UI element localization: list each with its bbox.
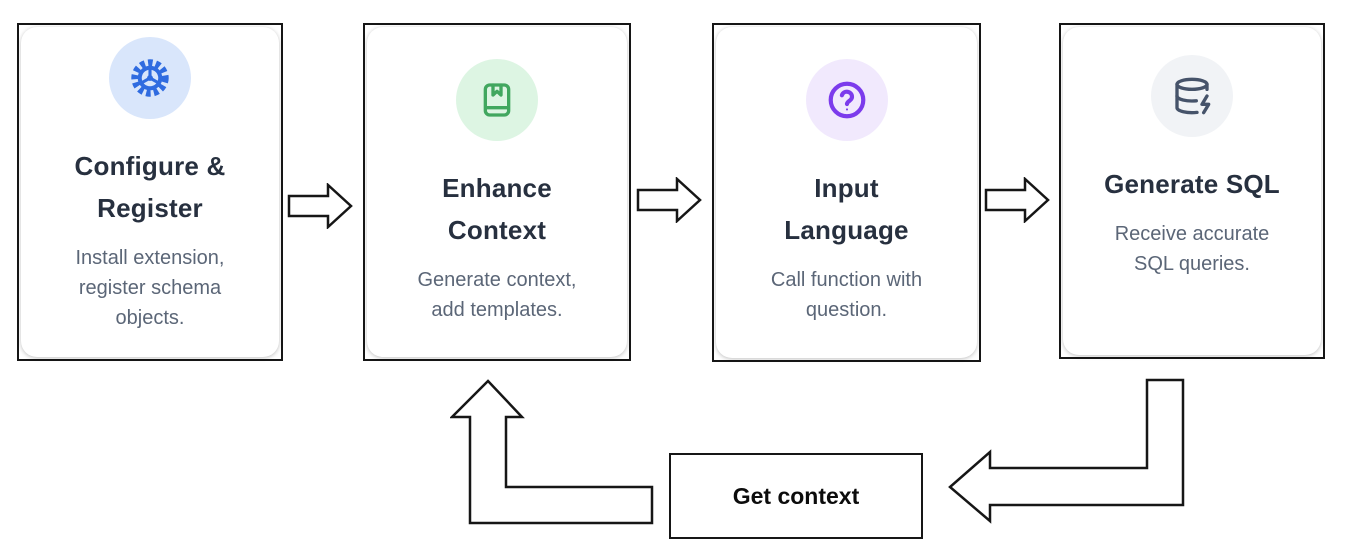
card-description-line: question. <box>805 299 888 321</box>
flow-card-input-language: Input Language Call function with questi… <box>712 23 981 362</box>
card-title-line: Input <box>814 173 879 203</box>
card-description: Call function with question. <box>771 265 922 325</box>
card-surface: Input Language Call function with questi… <box>716 27 977 358</box>
card-description-line: Generate context, <box>417 269 577 291</box>
card-description-line: Call function with <box>770 269 923 291</box>
card-title: Input Language <box>784 167 908 251</box>
gear-icon <box>131 59 169 97</box>
flow-card-generate-sql: Generate SQL Receive accurate SQL querie… <box>1059 23 1325 359</box>
icon-circle <box>1151 55 1233 137</box>
card-title-line: Register <box>97 193 203 223</box>
card-surface: Generate SQL Receive accurate SQL querie… <box>1063 27 1321 355</box>
card-description: Receive accurate SQL queries. <box>1115 219 1270 279</box>
card-title-line: Language <box>784 215 909 245</box>
question-circle-icon <box>828 81 865 119</box>
card-description-line: add templates. <box>431 299 563 321</box>
book-marked-icon <box>483 83 511 117</box>
loop-arrow-left-icon <box>948 378 1185 524</box>
card-description-line: SQL queries. <box>1134 253 1250 275</box>
card-title: Configure & Register <box>75 145 226 229</box>
flow-card-configure-register: Configure & Register Install extension, … <box>17 23 283 361</box>
loop-label-box: Get context <box>669 453 923 539</box>
card-title-line: Enhance <box>442 173 552 203</box>
card-description-line: Install extension, <box>75 247 225 269</box>
card-surface: Configure & Register Install extension, … <box>21 27 279 357</box>
icon-circle <box>109 37 191 119</box>
arrow-right-icon <box>984 177 1050 223</box>
database-zap-icon <box>1175 77 1211 115</box>
loop-label: Get context <box>732 482 860 509</box>
card-description-line: objects. <box>115 307 185 329</box>
icon-circle <box>456 59 538 141</box>
arrow-right-icon <box>636 177 702 223</box>
card-title-line: Configure & <box>74 151 226 181</box>
card-description: Install extension, register schema objec… <box>76 243 225 333</box>
card-title-line: Generate SQL <box>1104 169 1280 199</box>
arrow-right-icon <box>287 183 353 229</box>
card-title: Generate SQL <box>1104 163 1280 205</box>
card-title: Enhance Context <box>442 167 552 251</box>
card-description-line: register schema <box>78 277 222 299</box>
flow-card-enhance-context: Enhance Context Generate context, add te… <box>363 23 631 361</box>
card-description: Generate context, add templates. <box>418 265 577 325</box>
icon-circle <box>805 59 888 141</box>
card-description-line: Receive accurate <box>1114 223 1270 245</box>
loop-arrow-up-icon <box>450 379 654 525</box>
card-surface: Enhance Context Generate context, add te… <box>367 27 627 357</box>
card-title-line: Context <box>447 215 547 245</box>
